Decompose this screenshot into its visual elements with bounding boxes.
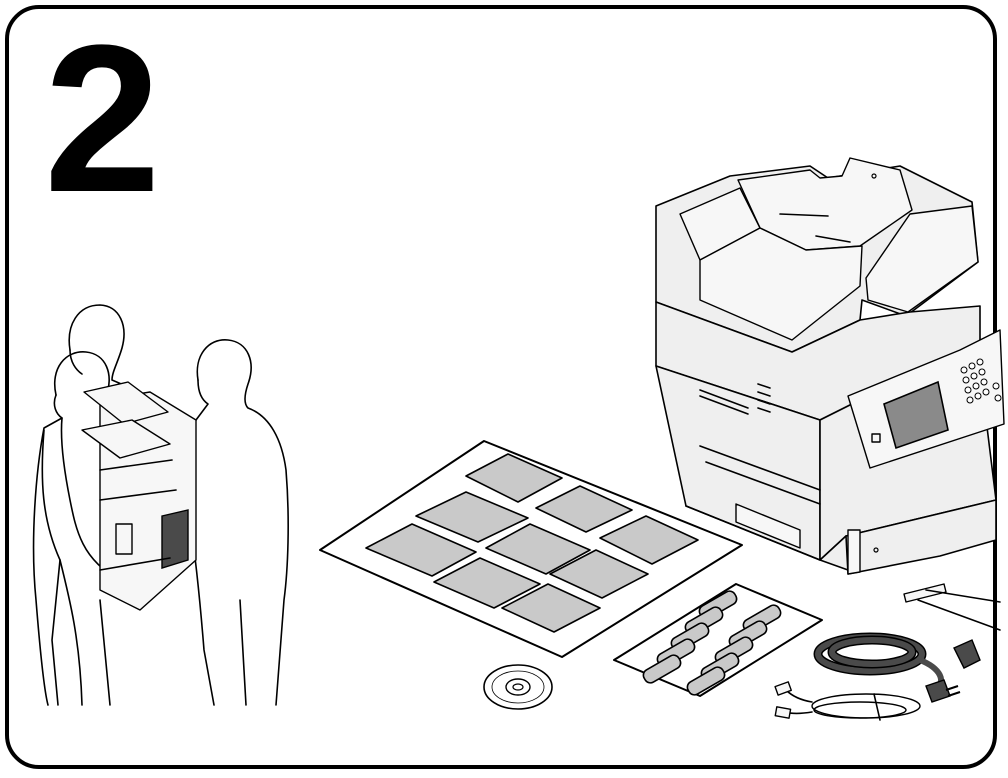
- label-sheet-icon: [613, 583, 823, 697]
- multifunction-printer-icon: [655, 157, 1005, 575]
- power-cord-icon: [813, 632, 981, 703]
- cd-icon: [483, 664, 553, 710]
- bracket-icon: [903, 583, 1001, 631]
- step-number: 2: [44, 1, 161, 236]
- people-lifting-printer-icon: [32, 304, 289, 706]
- phone-cable-icon: [774, 681, 921, 721]
- setup-sheet-icon: [319, 440, 743, 658]
